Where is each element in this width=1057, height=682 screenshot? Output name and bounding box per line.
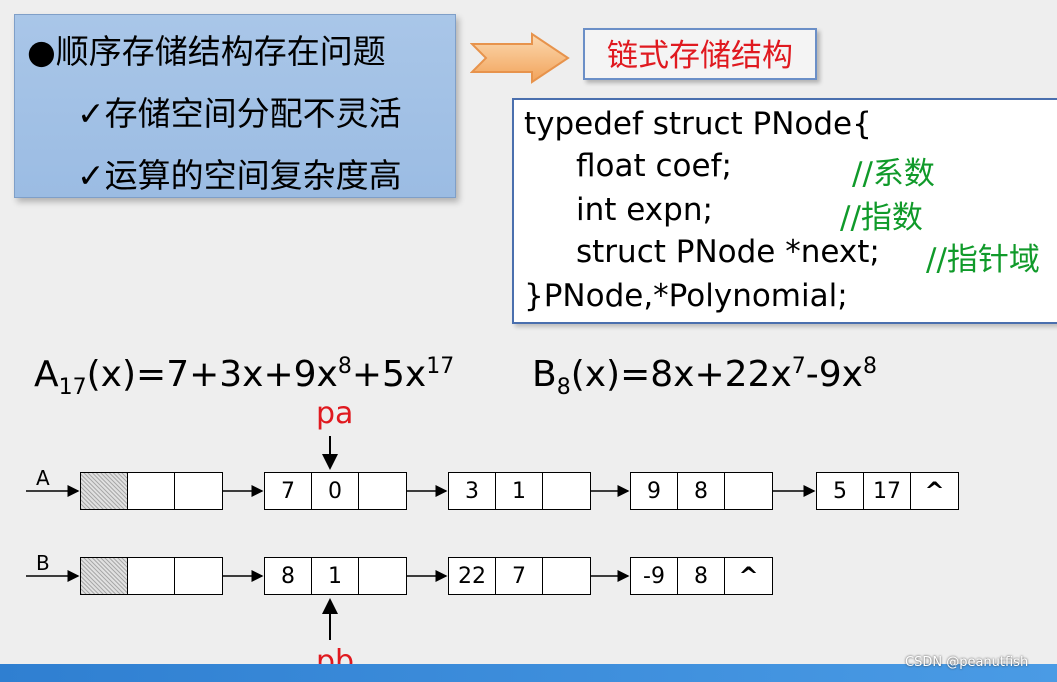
code-line-5: }PNode,*Polynomial; (524, 278, 848, 314)
null-pointer-icon: ^ (924, 477, 945, 505)
watermark: CSDN @peanutfish (905, 655, 1029, 670)
code-line-3: int expn; (576, 192, 713, 228)
pointer-pa-label: pa (316, 396, 354, 431)
code-comment-2: //系数 (852, 156, 935, 192)
list-a-label: A (36, 466, 50, 490)
problem-item-1: ✓存储空间分配不灵活 (77, 94, 402, 133)
code-comment-4: //指针域 (926, 242, 1040, 278)
code-line-2: float coef; (576, 148, 732, 184)
linked-storage-title: 链式存储结构 (583, 28, 817, 80)
code-box: typedef struct PNode{ float coef; //系数 i… (512, 98, 1057, 324)
code-line-4: struct PNode *next; (576, 234, 880, 270)
problem-title: ●顺序存储结构存在问题 (27, 32, 386, 71)
list-b-label: B (36, 551, 50, 575)
code-line-1: typedef struct PNode{ (524, 106, 872, 142)
right-arrow-icon (470, 32, 570, 84)
code-comment-3: //指数 (840, 200, 923, 236)
formula-b: B8(x)=8x+22x7-9x8 (532, 354, 877, 401)
list-b-head-node (80, 557, 223, 595)
null-pointer-icon: ^ (738, 562, 759, 590)
bottom-bar (0, 664, 1057, 682)
problem-box: ●顺序存储结构存在问题 ✓存储空间分配不灵活 ✓运算的空间复杂度高 (14, 14, 456, 198)
list-a-head-node (80, 472, 223, 510)
problem-item-2: ✓运算的空间复杂度高 (77, 156, 402, 195)
formula-a: A17(x)=7+3x+9x8+5x17 (34, 354, 455, 401)
